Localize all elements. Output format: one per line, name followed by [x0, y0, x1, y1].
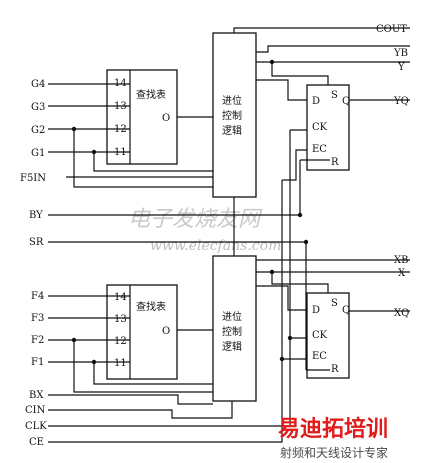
carry-top-line2: 控制: [222, 109, 242, 122]
lut-top-title: 查找表: [136, 88, 166, 101]
wires-bottom-outputs: [233, 197, 410, 312]
ff-top-r: R: [331, 157, 339, 168]
carry-top-line3: 逻辑: [222, 124, 242, 137]
ff-bottom-r: R: [331, 364, 339, 375]
label-xq: XQ: [394, 308, 409, 319]
label-g3: G3: [31, 102, 45, 113]
label-sr: SR: [29, 237, 44, 248]
wires-mid: [48, 159, 330, 371]
ff-bottom-ck: CK: [312, 330, 328, 341]
lut-bottom-pin-13: 13: [114, 314, 127, 325]
lut-bottom-pin-12: 12: [114, 336, 127, 347]
label-bx: BX: [29, 390, 44, 401]
lut-bottom-pin-11: 11: [114, 358, 127, 369]
label-ce: CE: [29, 437, 44, 448]
ff-top-s: S: [331, 90, 338, 101]
logo: 易迪拓培训 射频和天线设计专家: [278, 416, 388, 460]
ff-bottom-d: D: [312, 305, 320, 316]
label-x: X: [398, 268, 406, 279]
carry-bottom-line1: 进位: [222, 310, 242, 323]
wires-control: [48, 129, 307, 443]
ff-top-ec: EC: [312, 144, 327, 155]
label-cout: COUT: [376, 24, 407, 35]
carry-bottom-line2: 控制: [222, 325, 242, 338]
label-yb: YB: [393, 48, 408, 59]
lut-top-out: O: [162, 113, 170, 124]
label-f2: F2: [31, 335, 44, 346]
logo-slogan: 射频和天线设计专家: [280, 445, 388, 460]
label-y: Y: [397, 62, 405, 73]
label-yq: YQ: [393, 96, 409, 107]
label-by: BY: [29, 210, 43, 221]
label-f5in: F5IN: [20, 173, 46, 184]
carry-logic-top: [212, 32, 257, 198]
label-f4: F4: [31, 291, 44, 302]
label-f1: F1: [31, 357, 44, 368]
label-g2: G2: [31, 125, 45, 136]
ff-top-d: D: [312, 96, 320, 107]
junction-dots: [71, 59, 309, 365]
label-g4: G4: [31, 79, 45, 90]
wires-top-outputs: [233, 27, 410, 101]
lut-bottom-title: 查找表: [136, 300, 166, 313]
ff-top-q: Q: [342, 96, 350, 107]
ff-bottom-q: Q: [342, 305, 350, 316]
wires-bottom-inputs: [48, 295, 213, 393]
label-cin: CIN: [25, 405, 46, 416]
wires-top-inputs: [48, 83, 213, 188]
ff-bottom-s: S: [331, 298, 338, 309]
lut-bottom-pin-14: 14: [114, 292, 127, 303]
lut-bottom-out: O: [162, 326, 170, 337]
ff-bottom-ec: EC: [312, 351, 327, 362]
label-clk: CLK: [25, 421, 47, 432]
label-g1: G1: [31, 148, 45, 159]
lut-bottom: [106, 284, 178, 380]
carry-bottom-line3: 逻辑: [222, 340, 242, 353]
watermark-title: 电子发烧友网: [128, 207, 263, 232]
watermark-url: www.elecfans.com: [150, 238, 281, 254]
ff-top-ck: CK: [312, 122, 328, 133]
carry-top-line1: 进位: [222, 94, 242, 107]
label-f3: F3: [31, 313, 44, 324]
lut-top: [106, 69, 178, 165]
logo-name: 易迪拓培训: [278, 416, 388, 442]
